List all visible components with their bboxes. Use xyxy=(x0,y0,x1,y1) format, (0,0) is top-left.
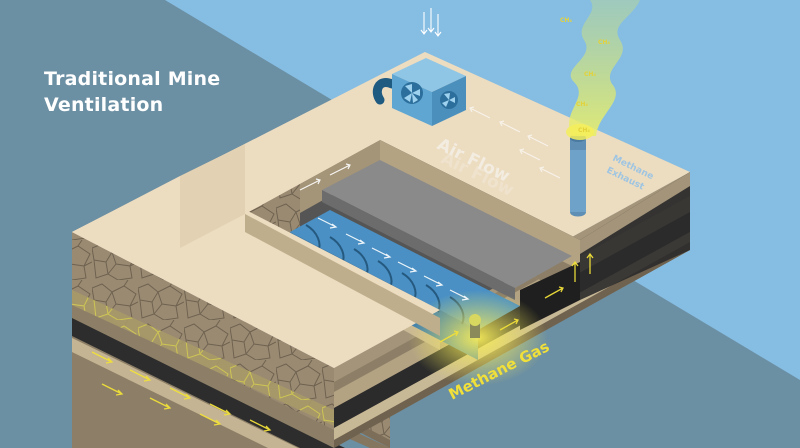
ch4-label: CH₄ xyxy=(598,39,610,46)
methane-arrow-icon xyxy=(249,419,272,432)
air-flow-arrow-icon xyxy=(345,233,366,245)
ch4-label: CH₄ xyxy=(560,17,572,24)
methane-arrow-icon xyxy=(209,403,232,416)
air-flow-arrow-icon xyxy=(299,178,321,191)
exhaust-chimney-icon xyxy=(570,134,586,217)
methane-arrow-icon xyxy=(101,383,124,396)
methane-arrow-icon xyxy=(586,252,594,274)
air-flow-arrow-icon xyxy=(527,134,549,147)
air-flow-arrow-icon xyxy=(519,148,541,161)
air-flow-arrows-tunnel xyxy=(299,163,470,301)
ch4-label: CH₄ xyxy=(576,101,588,108)
air-flow-arrow-icon xyxy=(423,275,444,287)
methane-arrow-icon xyxy=(544,286,564,299)
methane-arrow-icon xyxy=(149,397,172,410)
air-flow-arrow-icon xyxy=(434,14,442,37)
methane-flow-arrows xyxy=(91,252,594,432)
ventilation-fan-icon xyxy=(372,58,466,126)
air-flow-arrow-icon xyxy=(449,289,470,301)
ch4-label: CH₄ xyxy=(578,127,590,134)
air-flow-arrow-icon xyxy=(539,166,561,179)
methane-arrow-icon xyxy=(571,260,579,282)
air-flow-arrow-icon xyxy=(469,106,491,119)
methane-glow-zone xyxy=(408,290,548,386)
diagram-title-line1: Traditional Mine xyxy=(44,68,221,90)
exhaust-ledge xyxy=(580,172,690,300)
methane-arrow-icon xyxy=(169,387,192,400)
air-flow-arrows-surface xyxy=(469,106,561,179)
air-flow-arrow-icon xyxy=(499,120,521,133)
air-flow-arrow-icon xyxy=(420,12,428,35)
methane-arrow-icon xyxy=(439,330,459,343)
ground-left-arm xyxy=(72,144,440,368)
air-flow-arrow-icon xyxy=(397,261,418,273)
diagram-title-line2: Ventilation xyxy=(44,94,164,116)
methane-arrow-icon xyxy=(91,351,114,364)
air-intake-arrows xyxy=(420,8,442,37)
air-flow-arrow-icon xyxy=(427,8,435,33)
ground-front-face xyxy=(72,232,334,448)
methane-arrow-icon xyxy=(129,369,152,382)
methane-plume xyxy=(566,0,640,140)
diagram-title: Traditional Mine Ventilation xyxy=(44,66,220,118)
ch4-label: CH₄ xyxy=(584,71,596,78)
methane-arrow-icon xyxy=(199,413,222,426)
air-flow-arrow-icon xyxy=(329,163,351,176)
air-flow-arrow-icon xyxy=(371,247,392,259)
methane-arrow-icon xyxy=(499,318,519,331)
air-flow-arrow-icon xyxy=(317,217,338,229)
